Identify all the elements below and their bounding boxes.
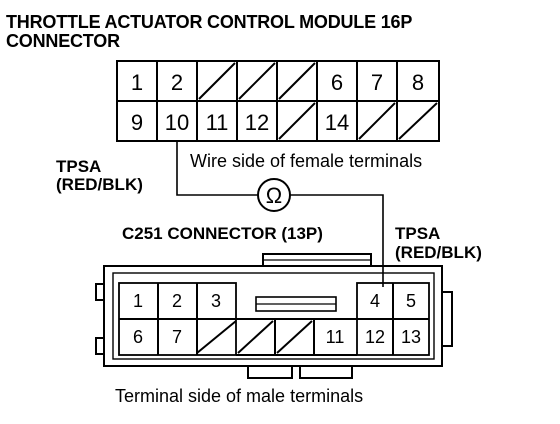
bottom-pin: 2 <box>172 291 182 311</box>
bottom-pin: 1 <box>133 291 143 311</box>
top-pin: 7 <box>371 70 383 95</box>
right-wire-label-line1: TPSA <box>395 224 441 243</box>
top-pin: 10 <box>165 110 189 135</box>
right-wire-label-line2: (RED/BLK) <box>395 243 482 262</box>
bottom-pin: 7 <box>172 327 182 347</box>
top-connector-caption: Wire side of female terminals <box>190 151 423 171</box>
bottom-pin: 6 <box>133 327 143 347</box>
top-connector-body <box>116 60 440 142</box>
bottom-pin: 13 <box>401 327 421 347</box>
top-pin: 9 <box>131 110 143 135</box>
c251-connector-label: C251 CONNECTOR (13P) <box>122 224 323 243</box>
top-pin: 14 <box>325 110 349 135</box>
top-pin: 6 <box>331 70 343 95</box>
bottom-connector-caption: Terminal side of male terminals <box>115 386 364 406</box>
top-pin: 11 <box>206 110 229 135</box>
top-pin: 2 <box>171 70 183 95</box>
bottom-pin: 3 <box>211 291 221 311</box>
bottom-pin: 12 <box>365 327 385 347</box>
top-pin: 12 <box>245 110 269 135</box>
ohmmeter-circle <box>257 178 291 212</box>
bottom-pin: 4 <box>370 291 380 311</box>
left-wire-label-line1: TPSA <box>56 157 102 176</box>
bottom-pin: 5 <box>406 291 416 311</box>
top-pin: 8 <box>412 70 424 95</box>
ohm-symbol: Ω <box>266 183 282 208</box>
bottom-pin: 11 <box>326 327 345 347</box>
left-wire-label-line2: (RED/BLK) <box>56 175 143 194</box>
top-pin: 1 <box>131 70 143 95</box>
diagram-title-line1: THROTTLE ACTUATOR CONTROL MODULE 16P <box>6 12 413 32</box>
diagram-title-line2: CONNECTOR <box>6 31 120 51</box>
test-wire <box>176 141 384 287</box>
bottom-connector-body <box>95 253 453 379</box>
